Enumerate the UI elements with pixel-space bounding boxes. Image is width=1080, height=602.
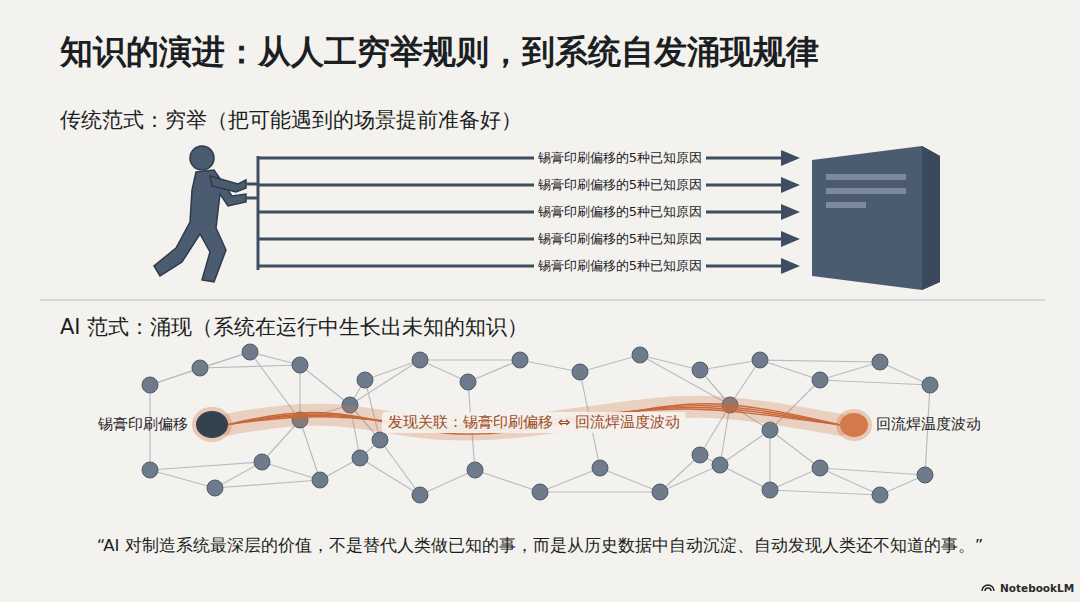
mesh-dot [142, 462, 158, 478]
concept-node: 锡膏印刷偏移 [98, 411, 228, 438]
mesh-dot [312, 472, 328, 488]
mesh-dot [692, 362, 708, 378]
mesh-dot [652, 484, 668, 500]
mesh-line [760, 360, 820, 380]
network-mesh [142, 344, 938, 503]
mesh-dot [142, 377, 158, 393]
arrow-head [781, 150, 800, 166]
mesh-line [150, 470, 215, 488]
mesh-dot [532, 484, 548, 500]
watermark: NotebookLM [1000, 582, 1074, 594]
edge-label: 发现关联：锡膏印刷偏移 ⇔ 回流焊温度波动 [382, 412, 686, 433]
mesh-dot [352, 450, 368, 466]
mesh-dot [372, 432, 388, 448]
mesh-line [200, 365, 300, 368]
mesh-dot [762, 482, 778, 498]
mesh-dot [242, 344, 258, 360]
mesh-dot [692, 447, 708, 463]
mesh-dot [752, 352, 768, 368]
mesh-dot [922, 377, 938, 393]
mesh-line [820, 468, 925, 475]
server-icon [812, 146, 940, 290]
arrow-label: 锡膏印刷偏移的5种已知原因 [534, 150, 706, 166]
mesh-dot [292, 357, 308, 373]
mesh-line [150, 352, 250, 385]
section-heading: 传统范式：穷举（把可能遇到的场景提前准备好） [60, 106, 522, 134]
mesh-line [380, 440, 420, 495]
arrow-label: 锡膏印刷偏移的5种已知原因 [534, 204, 706, 220]
node-circle [840, 413, 868, 437]
mesh-dot [460, 374, 476, 390]
person-figure [154, 146, 246, 282]
mesh-dot [412, 487, 428, 503]
association-band [228, 404, 840, 434]
band-strand [228, 404, 840, 434]
mesh-line [150, 462, 262, 470]
mesh-line [820, 468, 880, 495]
mesh-line [360, 458, 420, 495]
arrow-head [781, 204, 800, 220]
mesh-line [540, 491, 660, 492]
mesh-dot [207, 480, 223, 496]
mesh-line [770, 490, 880, 495]
arrow-head [781, 258, 800, 274]
node-label: 锡膏印刷偏移 [98, 415, 188, 434]
arrow-label: 锡膏印刷偏移的5种已知原因 [534, 258, 706, 274]
push-bracket [246, 156, 258, 270]
rule-arrows [258, 150, 800, 274]
arrow-label: 锡膏印刷偏移的5种已知原因 [534, 177, 706, 193]
caption-quote: “AI 对制造系统最深层的价值，不是替代人类做已知的事，而是从历史数据中自动沉淀… [97, 535, 983, 557]
page-title: 知识的演进：从人工穷举规则，到系统自发涌现规律 [60, 30, 819, 75]
divider [40, 299, 1045, 301]
node-circle [196, 411, 228, 438]
mesh-dot [917, 467, 933, 483]
mesh-line [820, 362, 880, 380]
mesh-dot [592, 460, 608, 476]
mesh-dot [632, 347, 648, 363]
mesh-line [700, 360, 760, 370]
mesh-line [580, 355, 640, 372]
mesh-dot [572, 364, 588, 380]
mesh-line [420, 470, 475, 495]
watermark-icon [982, 585, 994, 591]
mesh-line [720, 430, 770, 465]
mesh-dot [512, 352, 528, 368]
mesh-dot [812, 372, 828, 388]
arrow-head [781, 231, 800, 247]
mesh-dot [872, 354, 888, 370]
mesh-line [820, 380, 930, 385]
mesh-line [350, 360, 420, 405]
mesh-line [600, 468, 660, 492]
mesh-dot [812, 460, 828, 476]
mesh-line [300, 365, 350, 405]
arrow-head [781, 177, 800, 193]
mesh-dot [467, 462, 483, 478]
mesh-line [520, 360, 580, 372]
mesh-dot [412, 352, 428, 368]
section-heading: AI 范式：涌现（系统在运行中生长出未知的知识） [60, 313, 528, 341]
mesh-line [770, 430, 820, 468]
mesh-line [475, 470, 540, 492]
mesh-line [300, 420, 320, 480]
mesh-line [540, 468, 600, 492]
mesh-line [660, 465, 720, 492]
mesh-dot [357, 372, 373, 388]
mesh-dot [192, 360, 208, 376]
mesh-dot [712, 457, 728, 473]
mesh-line [760, 360, 880, 362]
mesh-dot [872, 487, 888, 503]
mesh-line [215, 480, 320, 488]
mesh-line [262, 462, 320, 480]
arrow-label: 锡膏印刷偏移的5种已知原因 [534, 231, 706, 247]
concept-node: 回流焊温度波动 [840, 413, 981, 437]
mesh-line [420, 359, 520, 360]
mesh-line [769, 430, 770, 490]
mesh-line [640, 355, 700, 370]
mesh-dot [254, 454, 270, 470]
node-label: 回流焊温度波动 [876, 415, 981, 434]
